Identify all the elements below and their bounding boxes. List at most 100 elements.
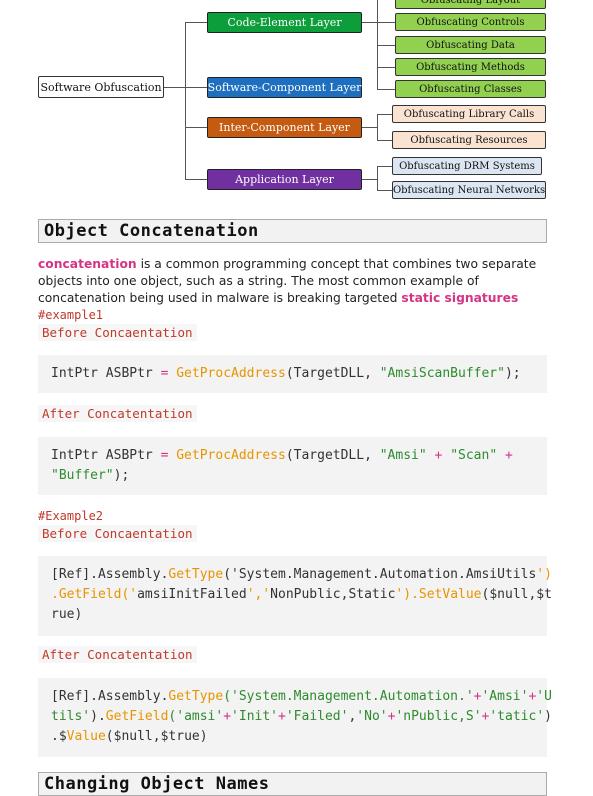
before-label-2: Before Concaentation xyxy=(38,525,197,542)
leaf-obfuscating-controls: Obfuscating Controls xyxy=(395,13,546,31)
inter-component-layer-node: Inter-Component Layer xyxy=(207,117,362,138)
code-text: ($null,$t xyxy=(481,587,552,602)
code-function: GetField xyxy=(105,709,169,724)
code-text: ). xyxy=(90,709,106,724)
connector xyxy=(377,114,392,115)
connector xyxy=(377,45,395,46)
connector xyxy=(362,127,377,128)
connector xyxy=(362,179,377,180)
connector xyxy=(377,89,395,90)
code-operator: + xyxy=(504,448,513,463)
connector xyxy=(362,22,377,23)
code-element-layer-node: Code-Element Layer xyxy=(207,12,362,33)
after-label-2: After Concatentation xyxy=(38,646,197,663)
intro-paragraph: concatenation is a common programming co… xyxy=(38,256,538,307)
leaf-obfuscating-data: Obfuscating Data xyxy=(395,36,546,54)
connector xyxy=(377,114,378,140)
code-string: 'U xyxy=(536,689,552,704)
code-text: (TargetDLL, xyxy=(285,366,380,381)
leaf-obfuscating-library-calls: Obfuscating Library Calls xyxy=(392,105,546,123)
code-function: GetType xyxy=(168,567,224,582)
code-string: 'tatic' xyxy=(489,709,545,724)
code-text: .$ xyxy=(51,729,67,744)
code-string: "AmsiScanBuffer" xyxy=(379,366,505,381)
connector xyxy=(164,87,186,88)
leaf-obfuscating-layout: Obfuscating Layout xyxy=(395,0,546,9)
after-label: After Concatentation xyxy=(38,405,197,422)
code-string: "Buffer" xyxy=(51,468,114,483)
code-string: tils' xyxy=(51,709,91,724)
code-string: ('amsi' xyxy=(168,709,224,724)
code-text: ); xyxy=(504,366,521,381)
connector xyxy=(185,22,207,23)
section-title-object-concatenation: Object Concatenation xyxy=(38,219,547,243)
code-text: IntPtr ASBPtr xyxy=(51,448,161,463)
code-operator: + xyxy=(528,689,537,704)
leaf-obfuscating-classes: Obfuscating Classes xyxy=(395,80,546,98)
connector xyxy=(185,87,207,88)
code-operator: + xyxy=(434,448,443,463)
code-text: [Ref].Assembly. xyxy=(51,689,169,704)
leaf-obfuscating-methods: Obfuscating Methods xyxy=(395,58,546,76)
code-string: 'Failed' xyxy=(285,709,349,724)
code-function: GetProcAddress xyxy=(176,366,286,381)
code-punct: ',' xyxy=(246,587,271,602)
code-block-after-2: [Ref].Assembly.GetType('System.Managemen… xyxy=(38,678,552,757)
code-function: SetValue xyxy=(418,587,482,602)
code-text: ($null,$true) xyxy=(105,729,208,744)
connector xyxy=(377,67,395,68)
code-string: "Scan" xyxy=(450,448,498,463)
code-function: .GetField xyxy=(51,587,122,602)
code-string: 'Amsi' xyxy=(481,689,529,704)
root-node: Software Obfuscation xyxy=(38,76,164,98)
code-text: NonPublic,Static xyxy=(270,587,396,602)
code-operator: + xyxy=(387,709,396,724)
keyword-concatenation: concatenation xyxy=(38,257,137,271)
code-text: IntPtr ASBPtr xyxy=(51,366,161,381)
code-text: (TargetDLL, xyxy=(285,448,380,463)
code-punct: '). xyxy=(395,587,419,602)
code-function: Value xyxy=(66,729,106,744)
code-text: amsiInitFailed xyxy=(137,587,247,602)
code-text: [Ref].Assembly. xyxy=(51,567,169,582)
connector xyxy=(377,166,392,167)
connector xyxy=(377,190,392,191)
connector xyxy=(185,127,207,128)
code-string: "Amsi" xyxy=(379,448,427,463)
code-text: ) xyxy=(544,709,552,724)
code-block-before-1: IntPtr ASBPtr = GetProcAddress(TargetDLL… xyxy=(38,355,547,393)
code-operator: + xyxy=(278,709,286,724)
code-block-after-1: IntPtr ASBPtr = GetProcAddress(TargetDLL… xyxy=(38,437,547,495)
code-string: 'Init' xyxy=(231,709,279,724)
code-text: rue) xyxy=(51,607,83,622)
example1-tag: #example1 xyxy=(38,308,104,322)
code-operator: + xyxy=(481,709,490,724)
connector xyxy=(185,22,186,179)
leaf-obfuscating-resources: Obfuscating Resources xyxy=(392,131,546,149)
example2-tag: #Example2 xyxy=(38,509,104,523)
code-operator: = xyxy=(160,366,169,381)
code-text: ('System.Management.Automation.AmsiUtils xyxy=(223,567,537,582)
code-string: 'No' xyxy=(356,709,388,724)
leaf-obfuscating-drm-systems: Obfuscating DRM Systems xyxy=(392,157,542,175)
code-operator: = xyxy=(160,448,169,463)
application-layer-node: Application Layer xyxy=(207,169,362,190)
connector xyxy=(377,166,378,190)
code-text: ); xyxy=(113,468,130,483)
leaf-obfuscating-neural-networks: Obfuscating Neural Networks xyxy=(392,181,546,199)
code-punct: (' xyxy=(121,587,138,602)
code-function: GetType xyxy=(168,689,224,704)
connector xyxy=(377,140,392,141)
code-block-before-2: [Ref].Assembly.GetType('System.Managemen… xyxy=(38,556,552,636)
code-punct: ') xyxy=(536,567,552,582)
keyword-static-signatures: static signatures xyxy=(401,291,519,305)
code-operator: + xyxy=(473,689,482,704)
code-function: GetProcAddress xyxy=(176,448,286,463)
connector xyxy=(185,179,207,180)
paragraph-text: is a common programming concept that com… xyxy=(38,257,537,305)
code-string: ('System.Management.Automation.' xyxy=(223,689,474,704)
before-label: Before Concaentation xyxy=(38,324,197,341)
connector xyxy=(377,22,395,23)
code-string: 'nPublic,S' xyxy=(395,709,482,724)
obfuscation-taxonomy-diagram: Software Obfuscation Code-Element Layer … xyxy=(0,0,593,210)
